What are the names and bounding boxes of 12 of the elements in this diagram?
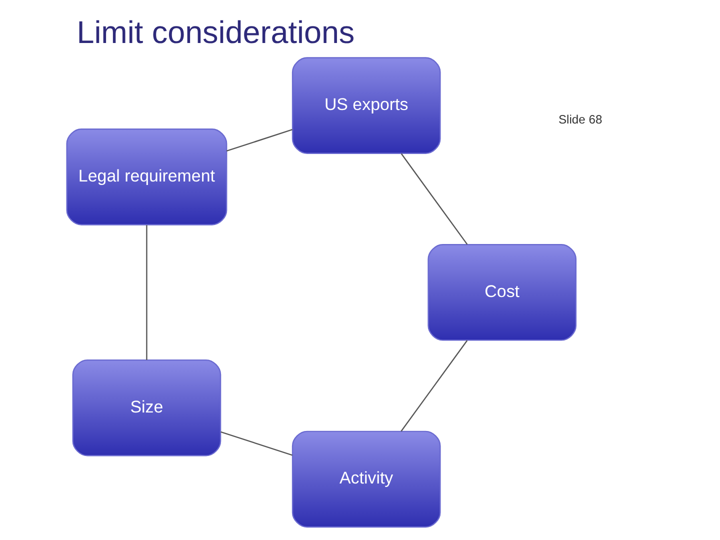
connector bbox=[400, 340, 468, 432]
node-box: Cost bbox=[427, 244, 576, 341]
node-box: US exports bbox=[291, 57, 440, 154]
diagram-title: Limit considerations bbox=[76, 14, 354, 50]
connector bbox=[226, 129, 292, 152]
label: Slide 68 bbox=[558, 112, 602, 127]
connector bbox=[400, 153, 468, 245]
connector bbox=[220, 431, 292, 456]
node-box: Size bbox=[72, 359, 221, 456]
node-box: Activity bbox=[291, 430, 440, 528]
connector bbox=[146, 225, 147, 360]
node-box: Legal requirement bbox=[66, 128, 227, 226]
